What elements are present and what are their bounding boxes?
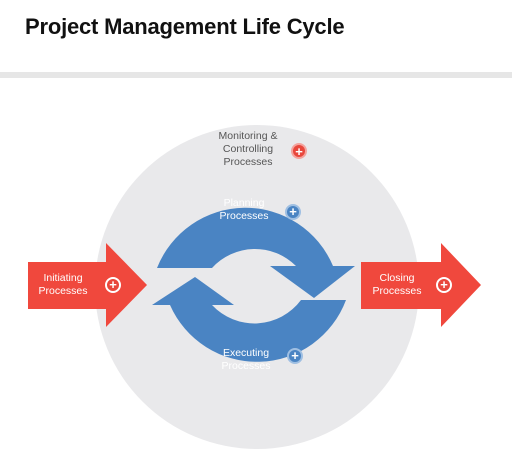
- page-title: Project Management Life Cycle: [25, 14, 345, 39]
- executing-expand-icon[interactable]: +: [287, 348, 303, 364]
- planning-label: Planning Processes: [219, 197, 269, 222]
- title-divider: [0, 72, 512, 78]
- monitoring-controlling-label: Monitoring & Controlling Processes: [218, 130, 278, 168]
- planning-expand-icon[interactable]: +: [285, 204, 301, 220]
- closing-expand-icon[interactable]: +: [436, 277, 452, 293]
- initiating-expand-icon[interactable]: +: [105, 277, 121, 293]
- monitoring-expand-icon[interactable]: +: [291, 143, 307, 159]
- executing-label: Executing Processes: [221, 347, 271, 372]
- initiating-label: Initiating Processes: [38, 272, 88, 297]
- closing-label: Closing Processes: [372, 272, 422, 297]
- initiating-arrow: [28, 243, 147, 327]
- closing-arrow: [361, 243, 481, 327]
- planning-cycle-arrow: [157, 207, 355, 298]
- executing-cycle-arrow: [152, 277, 346, 362]
- outer-circle: [95, 125, 419, 449]
